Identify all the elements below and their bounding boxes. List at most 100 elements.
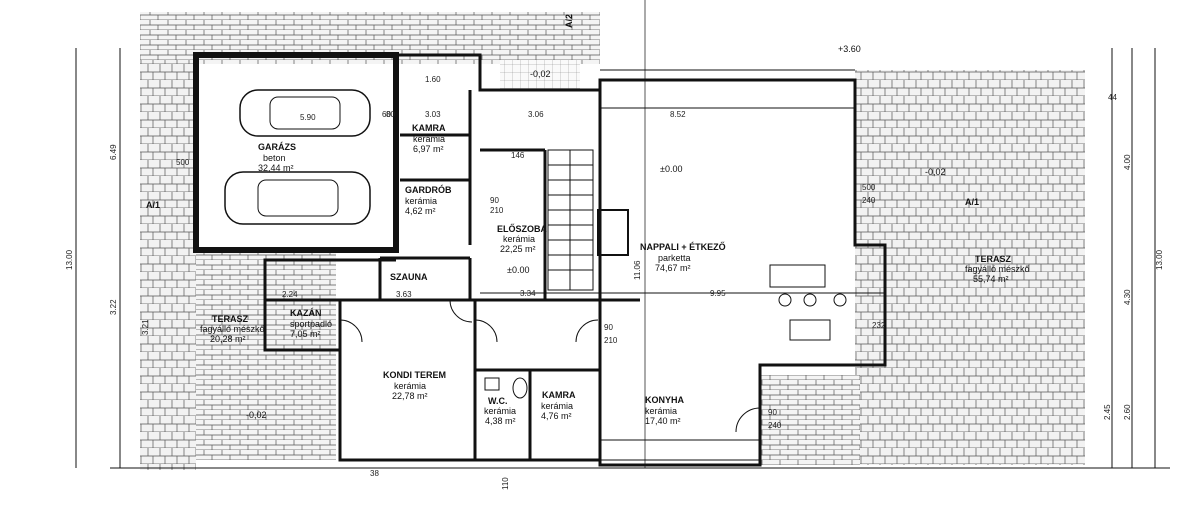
garazs-area: 32,44 m² xyxy=(258,163,294,173)
dim-232: 232 xyxy=(872,321,886,330)
nappali-area: 74,67 m² xyxy=(655,263,691,273)
eloszoba-name: ELŐSZOBA xyxy=(497,223,548,234)
kondi-floor: kerámia xyxy=(394,381,426,391)
dim-322: 3.22 xyxy=(109,299,118,315)
dim-38: 38 xyxy=(370,469,379,478)
dim-321: 3.21 xyxy=(141,319,150,335)
terasz-left-level: -0,02 xyxy=(246,410,267,420)
gardrob-floor: kerámia xyxy=(405,196,437,206)
dim-210-a: 210 xyxy=(490,206,504,215)
kamra-floor: kerámia xyxy=(541,401,573,411)
door-swing-3 xyxy=(339,319,363,343)
dim-363: 3.63 xyxy=(396,290,412,299)
dim-1300-right: 13.00 xyxy=(1155,249,1164,270)
kamra-top-name: KAMRA xyxy=(412,123,446,133)
kazan-name: KAZÁN xyxy=(290,308,322,318)
section-a1-left: A/1 xyxy=(146,200,160,210)
dining-table xyxy=(769,264,847,307)
terasz-left-area: 20,28 m² xyxy=(210,334,246,344)
dim-90-a: 90 xyxy=(490,196,499,205)
car-bottom xyxy=(224,171,371,225)
dim-400: 4.00 xyxy=(1123,154,1132,170)
staircase xyxy=(547,149,594,291)
garazs-floor: beton xyxy=(263,153,286,163)
dim-160: 1.60 xyxy=(425,75,441,84)
dim-240-r: 240 xyxy=(862,196,876,205)
dim-500-r: 500 xyxy=(862,183,876,192)
nappali-floor: parketta xyxy=(658,253,691,263)
section-a1-right: A/1 xyxy=(965,197,979,207)
dim-500: 500 xyxy=(176,158,190,167)
door-swing-4 xyxy=(735,407,761,433)
kitchen-counter xyxy=(599,439,761,461)
kitchen-island xyxy=(789,319,831,341)
dim-995: 9.95 xyxy=(710,289,726,298)
kamra-top-floor: kerámia xyxy=(413,134,445,144)
dim-44: 44 xyxy=(1108,93,1117,102)
terasz-right-floor: fagyálló mészkő xyxy=(965,264,1030,274)
dim-649: 6.49 xyxy=(109,144,118,160)
dim-852: 8.52 xyxy=(670,110,686,119)
kamra-area: 4,76 m² xyxy=(541,411,572,421)
eloszoba-level: ±0.00 xyxy=(507,265,529,275)
dim-110: 110 xyxy=(501,477,510,490)
right-terrace-hatch xyxy=(855,70,1085,465)
konyha-floor: kerámia xyxy=(645,406,677,416)
konyha-name: KONYHA xyxy=(645,395,685,405)
dim-90-c: 90 xyxy=(768,408,777,417)
dim-334: 3.34 xyxy=(520,289,536,298)
eloszoba-floor: kerámia xyxy=(503,234,535,244)
dim-garage-width: 5.90 xyxy=(300,113,316,122)
gardrob-area: 4,62 m² xyxy=(405,206,436,216)
szauna-name: SZAUNA xyxy=(390,272,428,282)
eloszoba-area: 22,25 m² xyxy=(500,244,536,254)
gardrob-name: GARDRÓB xyxy=(405,184,452,195)
dim-224: 2.24 xyxy=(282,290,298,299)
wc-sink xyxy=(484,377,500,391)
terasz-right-level: -0,02 xyxy=(925,167,946,177)
garazs-name: GARÁZS xyxy=(258,142,296,152)
dim-430: 4.30 xyxy=(1123,289,1132,305)
car-top xyxy=(239,89,371,137)
nappali-name: NAPPALI + ÉTKEZŐ xyxy=(640,241,726,252)
section-a2-top: A/2 xyxy=(564,14,574,28)
left-stone-strip xyxy=(140,60,196,470)
kamra-name: KAMRA xyxy=(542,390,576,400)
kondi-area: 22,78 m² xyxy=(392,391,428,401)
kazan-floor: sportpadló xyxy=(290,319,332,329)
dim-146: 146 xyxy=(511,151,525,160)
lower-terrace-hatch xyxy=(760,375,860,465)
kondi-name: KONDI TEREM xyxy=(383,370,446,380)
dim-1106: 11.06 xyxy=(633,260,642,280)
terasz-left-name: TERASZ xyxy=(212,314,249,324)
door-swing-2 xyxy=(575,319,599,343)
konyha-area: 17,40 m² xyxy=(645,416,681,426)
dim-260: 2.60 xyxy=(1123,404,1132,420)
dim-240-c: 240 xyxy=(768,421,782,430)
kamra-top-area: 6,97 m² xyxy=(413,144,444,154)
terasz-left-floor: fagyálló mészkő xyxy=(200,324,265,334)
dim-garage-mid: 60 xyxy=(382,110,391,119)
dim-306: 3.06 xyxy=(528,110,544,119)
wc-name: W.C. xyxy=(488,396,508,406)
wc-area: 4,38 m² xyxy=(485,416,516,426)
level-top-left: -0,02 xyxy=(530,69,551,79)
nappali-level: ±0.00 xyxy=(660,164,682,174)
dim-1300-left: 13.00 xyxy=(65,249,74,270)
dim-245: 2.45 xyxy=(1103,404,1112,420)
door-swing-5 xyxy=(449,299,473,323)
dim-210-b: 210 xyxy=(604,336,618,345)
kazan-area: 7,05 m² xyxy=(290,329,321,339)
terasz-right-area: 55,74 m² xyxy=(973,274,1009,284)
toilet xyxy=(512,377,528,399)
house-outer-wall xyxy=(263,53,887,467)
dim-80: 80 xyxy=(386,110,395,119)
wc-floor: kerámia xyxy=(484,406,516,416)
fireplace xyxy=(597,209,629,256)
dim-303: 3.03 xyxy=(425,110,441,119)
level-top-plus: +3.60 xyxy=(838,44,861,54)
door-swing-1 xyxy=(474,319,498,343)
dim-90-b: 90 xyxy=(604,323,613,332)
entry-tile xyxy=(500,60,580,90)
